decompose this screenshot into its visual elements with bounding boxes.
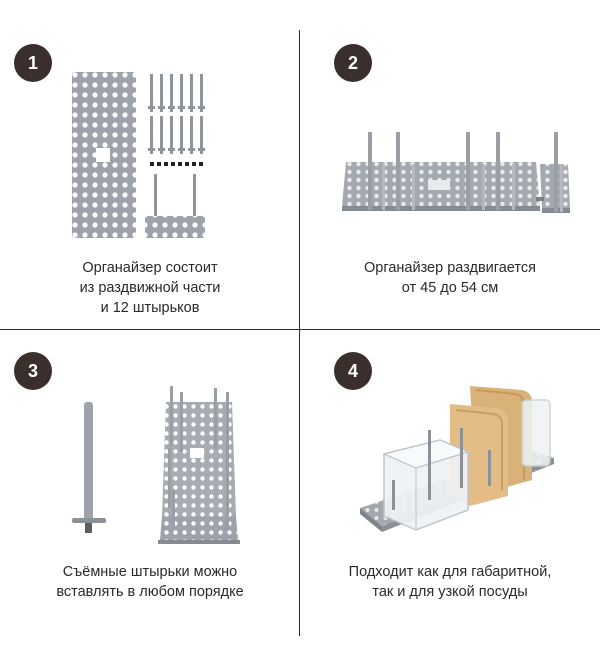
caption-line: из раздвижной части	[79, 280, 221, 296]
step-number-badge: 3	[14, 352, 52, 390]
caption-line: от 45 до 54 см	[401, 280, 499, 296]
step-caption: Органайзер раздвигается от 45 до 54 см	[300, 258, 600, 298]
vertical-divider	[299, 30, 300, 636]
step-number-badge: 4	[334, 352, 372, 390]
caption-line: Органайзер раздвигается	[364, 260, 536, 276]
caption-line: так и для узкой посуды	[372, 584, 528, 600]
horizontal-divider	[0, 329, 600, 330]
step-caption: Подходит как для габаритной, так и для у…	[300, 562, 600, 602]
step-caption: Органайзер состоит из раздвижной части и…	[0, 258, 300, 318]
caption-line: Органайзер состоит	[82, 260, 218, 276]
step-caption: Съёмные штырьки можно вставлять в любом …	[0, 562, 300, 602]
removable-pins-illustration	[72, 386, 240, 544]
caption-line: вставлять в любом порядке	[56, 584, 244, 600]
caption-line: и 12 штырьков	[100, 300, 200, 316]
step-panel-1: 1	[0, 0, 300, 330]
step-panel-4: 4 Подходит как для габаритной, так и для	[300, 330, 600, 660]
caption-line: Съёмные штырьки можно	[62, 564, 238, 580]
step-panel-2: 2 Органайзер раздвигается от 45 д	[300, 0, 600, 330]
organizer-with-dishes-illustration	[360, 386, 554, 532]
caption-line: Подходит как для габаритной,	[348, 564, 552, 580]
organizer-parts-illustration	[72, 72, 205, 238]
step-number-badge: 1	[14, 44, 52, 82]
step-panel-3: 3 Съёмные штырьки можно вставлять в любо…	[0, 330, 300, 660]
extended-organizer-illustration	[342, 132, 570, 213]
step-number-badge: 2	[334, 44, 372, 82]
